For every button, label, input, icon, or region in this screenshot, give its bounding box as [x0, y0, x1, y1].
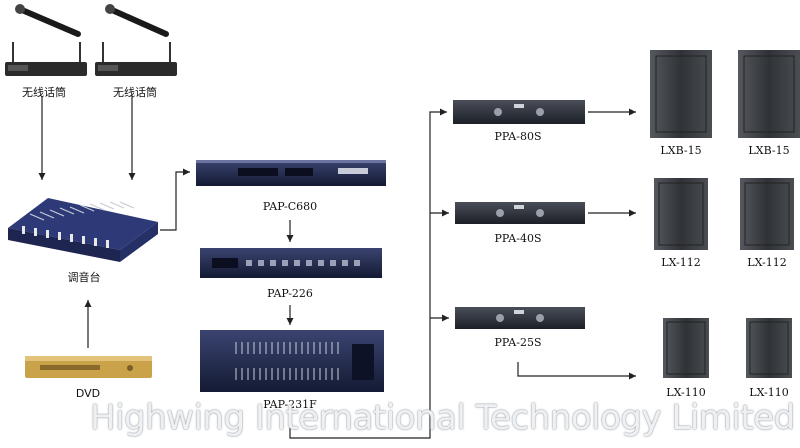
lx-112-right-label: LX-112: [747, 256, 787, 269]
amplifier-ppa-40s: [455, 202, 585, 224]
lx-110-right-label: LX-110: [749, 386, 789, 399]
dvd-label: DVD: [75, 387, 101, 400]
speaker-lx-110-right: [746, 318, 792, 378]
equalizer-pap-231f: [200, 330, 384, 392]
pap-c680-label: PAP-C680: [262, 200, 318, 213]
link-pap-231f-ppa-80s: [289, 108, 447, 439]
dvd-player: [25, 356, 152, 378]
mic2-label: 无线话筒: [113, 86, 157, 99]
mixer-label: 调音台: [67, 271, 101, 284]
amplifier-ppa-80s: [453, 100, 585, 124]
mic1-label: 无线话筒: [22, 86, 66, 99]
speaker-lxb-15-right: [738, 50, 800, 138]
processor-pap-c680: [196, 160, 386, 186]
ppa-40s-label: PPA-40S: [494, 232, 542, 245]
speaker-lx-110-left: [663, 318, 709, 378]
lx-112-left-label: LX-112: [661, 256, 701, 269]
wireless-mic-2: [95, 4, 177, 76]
speaker-lxb-15-left: [650, 50, 712, 138]
pap-226-label: PAP-226: [267, 287, 313, 300]
watermark-text: Highwing International Technology Limite…: [90, 398, 795, 438]
processor-pap-226: [200, 248, 382, 278]
pap-231f-label: PAP-231F: [263, 398, 317, 411]
lxb-15-left-label: LXB-15: [660, 144, 702, 157]
lxb-15-right-label: LXB-15: [748, 144, 790, 157]
speaker-lx-112-right: [740, 178, 794, 250]
link-mixer-pap-c680: [160, 168, 190, 231]
amplifier-ppa-25s: [455, 307, 585, 329]
mixer-console: [8, 198, 158, 262]
lx-110-left-label: LX-110: [666, 386, 706, 399]
wireless-mic-1: [5, 4, 87, 76]
ppa-25s-label: PPA-25S: [494, 336, 542, 349]
speaker-lx-112-left: [654, 178, 708, 250]
ppa-80s-label: PPA-80S: [494, 130, 542, 143]
link-ppa-25s-lx-110: [517, 362, 636, 380]
